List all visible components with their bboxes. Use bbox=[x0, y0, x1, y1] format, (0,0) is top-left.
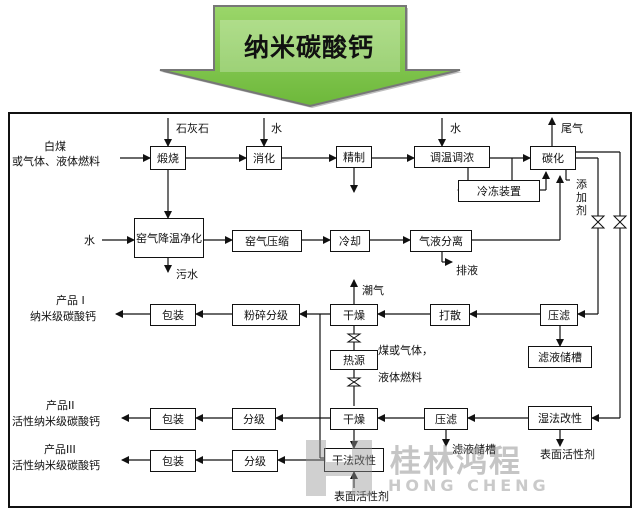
wet-modify-box: 湿法改性 bbox=[528, 406, 592, 430]
product-2-desc: 活性纳米级碳酸钙 bbox=[12, 415, 100, 428]
temp-adjust-box: 调温调浓 bbox=[414, 146, 490, 168]
dry-modify-box: 干法改性 bbox=[324, 448, 384, 472]
carbonize-box: 碳化 bbox=[530, 146, 576, 170]
kiln-gas-compress-box: 窑气压缩 bbox=[232, 230, 302, 252]
product-1-desc: 纳米级碳酸钙 bbox=[30, 310, 96, 323]
product-1-name: 产品 I bbox=[56, 294, 85, 307]
sewage-label: 污水 bbox=[176, 268, 198, 281]
moisture-label: 潮气 bbox=[362, 284, 384, 297]
heat-source-box: 热源 bbox=[330, 350, 378, 370]
dry-2-box: 干燥 bbox=[330, 408, 378, 430]
water-input-label-kiln: 水 bbox=[84, 234, 95, 247]
press-filter-2-box: 压滤 bbox=[424, 408, 468, 430]
heat-fuel-label-2: 液体燃料 bbox=[378, 371, 422, 384]
grade-3-box: 分级 bbox=[232, 450, 278, 472]
pack-2-box: 包装 bbox=[150, 408, 196, 430]
water-input-label-adjust: 水 bbox=[450, 122, 461, 135]
filtrate-tank-label: 滤液储槽 bbox=[452, 443, 496, 456]
surface-agent-dry-label: 表面活性剂 bbox=[334, 490, 389, 503]
product-3-name: 产品III bbox=[44, 443, 76, 456]
kiln-gas-clean-box: 窑气降温净化 bbox=[134, 218, 204, 258]
disperse-box: 打散 bbox=[430, 304, 470, 326]
refine-box: 精制 bbox=[336, 146, 372, 168]
title-banner-arrow bbox=[159, 5, 462, 108]
dry-1-box: 干燥 bbox=[330, 304, 378, 326]
tail-gas-label: 尾气 bbox=[561, 122, 583, 135]
page-title: 纳米碳酸钙 bbox=[243, 33, 374, 62]
crush-grade-box: 粉碎分级 bbox=[232, 304, 300, 326]
surface-agent-wet-label: 表面活性剂 bbox=[540, 448, 595, 461]
additive-label: 添加剂 bbox=[576, 178, 587, 217]
water-input-label-slake: 水 bbox=[271, 122, 282, 135]
fuel-input-label-2: 或气体、液体燃料 bbox=[12, 155, 100, 168]
pack-3-box: 包装 bbox=[150, 450, 196, 472]
freezer-box: 冷冻装置 bbox=[458, 180, 540, 202]
product-3-desc: 活性纳米级碳酸钙 bbox=[12, 459, 100, 472]
slake-box: 消化 bbox=[246, 146, 282, 170]
gas-liquid-sep-box: 气液分离 bbox=[410, 230, 472, 252]
heat-fuel-label: 煤或气体， bbox=[378, 344, 433, 357]
press-filter-1-box: 压滤 bbox=[540, 304, 578, 326]
filtrate-tank-box: 滤液储槽 bbox=[528, 346, 592, 368]
pack-1-box: 包装 bbox=[150, 304, 196, 326]
limestone-input-label: 石灰石 bbox=[176, 122, 209, 135]
cool-box: 冷却 bbox=[330, 230, 370, 252]
drain-label: 排液 bbox=[456, 264, 478, 277]
grade-2-box: 分级 bbox=[232, 408, 276, 430]
fuel-input-label: 白煤 bbox=[44, 140, 66, 153]
product-2-name: 产品II bbox=[46, 399, 75, 412]
calcine-box: 煅烧 bbox=[150, 146, 186, 170]
